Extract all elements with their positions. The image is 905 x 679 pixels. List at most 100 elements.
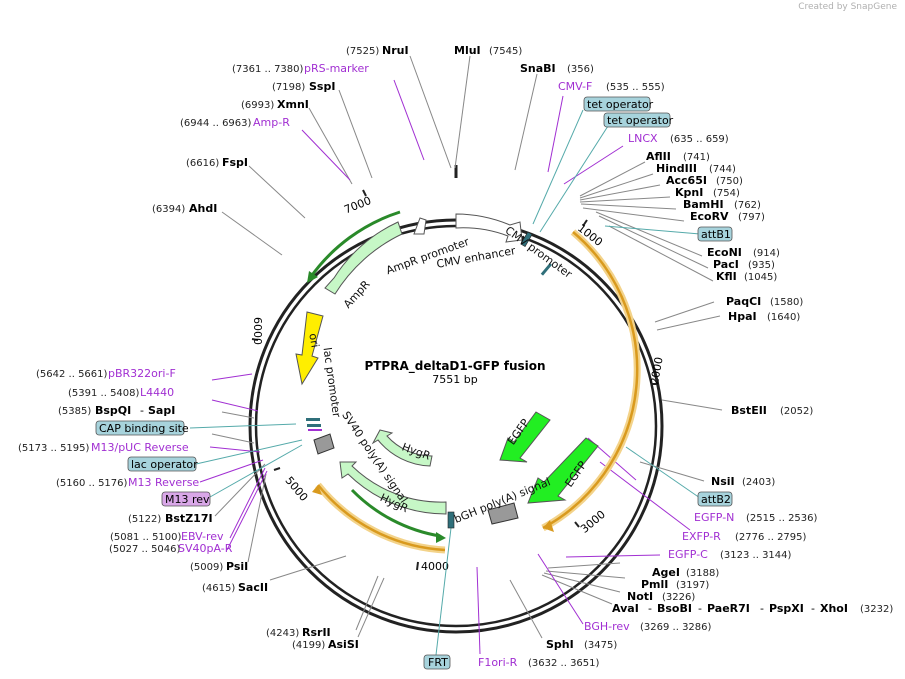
cmvf-label[interactable]: CMV-F xyxy=(558,80,592,93)
exfpr-pos: (2776 .. 2795) xyxy=(735,532,807,543)
xhoi-pos: (3232) xyxy=(860,604,893,615)
agei-label[interactable]: AgeI xyxy=(652,566,680,579)
snabi-pos: (356) xyxy=(567,64,594,75)
pmli-label[interactable]: PmlI xyxy=(641,578,668,591)
tet-operator-label-2: tet operator xyxy=(607,114,674,127)
bamhi-label[interactable]: BamHI xyxy=(683,198,724,211)
xmni-label[interactable]: XmnI xyxy=(277,98,309,111)
kpni-label[interactable]: KpnI xyxy=(675,186,703,199)
prsmarker-label[interactable]: pRS-marker xyxy=(304,62,369,75)
pspxi-label[interactable]: PspXI xyxy=(769,602,804,615)
hygr-outer-arc-head xyxy=(436,532,446,543)
bgh-polya-feature[interactable] xyxy=(487,502,519,525)
econi-label[interactable]: EcoNI xyxy=(707,246,742,259)
paci-pos: (935) xyxy=(748,260,775,271)
bsteii-label[interactable]: BstEII xyxy=(731,404,767,417)
lncx-label[interactable]: LNCX xyxy=(628,132,658,145)
nrui-label[interactable]: NruI xyxy=(382,44,409,57)
ecorv-label[interactable]: EcoRV xyxy=(690,210,729,223)
pmli-pos: (3197) xyxy=(676,580,709,591)
xhoi-label[interactable]: XhoI xyxy=(820,602,848,615)
attb1-box[interactable] xyxy=(697,226,733,242)
mlui-label[interactable]: MluI xyxy=(454,44,481,57)
noti-label[interactable]: NotI xyxy=(627,590,653,603)
m13reverse-label[interactable]: M13 Reverse xyxy=(128,476,199,489)
fusion-arc-left-head xyxy=(312,485,322,495)
m13-mark xyxy=(308,429,322,431)
hindiii-label[interactable]: HindIII xyxy=(656,162,697,175)
sapi-label[interactable]: SapI xyxy=(148,404,175,417)
bghrev-label[interactable]: BGH-rev xyxy=(584,620,630,633)
dash-5: - xyxy=(140,404,144,417)
fspi-label[interactable]: FspI xyxy=(222,156,248,169)
bstz17i-label[interactable]: BstZ17I xyxy=(165,512,213,525)
lac-promoter-box xyxy=(313,433,335,455)
sv40par-label[interactable]: SV40pA-R xyxy=(178,542,233,555)
ecorv-pos: (797) xyxy=(738,212,765,223)
paer7i-label[interactable]: PaeR7I xyxy=(707,602,750,615)
exfpr-label[interactable]: EXFP-R xyxy=(682,530,721,543)
f1orir-pos: (3632 .. 3651) xyxy=(528,658,600,669)
f1orir-label[interactable]: F1ori-R xyxy=(478,656,518,669)
hygr-inner-feature[interactable] xyxy=(371,429,433,467)
psii-label[interactable]: PsiI xyxy=(226,560,248,573)
amprp-label[interactable]: Amp-R xyxy=(253,116,290,129)
rsrii-label[interactable]: RsrII xyxy=(302,626,331,639)
nrui-pos: (7525) xyxy=(346,46,379,57)
ampr-promoter-feature[interactable] xyxy=(413,217,427,235)
sphi-label[interactable]: SphI xyxy=(546,638,574,651)
aflii-label[interactable]: AflII xyxy=(646,150,671,163)
ebvrev-label[interactable]: EBV-rev xyxy=(181,530,224,543)
tet-operator-box-1[interactable] xyxy=(583,96,651,112)
avai-label[interactable]: AvaI xyxy=(612,602,639,615)
nsii-label[interactable]: NsiI xyxy=(711,475,735,488)
ampr-outer-arc-head xyxy=(307,271,318,283)
paqci-label[interactable]: PaqCI xyxy=(726,295,761,308)
bsteii-pos: (2052) xyxy=(780,406,813,417)
l4440-pos: (5391 .. 5408) xyxy=(68,388,140,399)
frt-box[interactable] xyxy=(423,654,451,670)
sphi-pos: (3475) xyxy=(584,640,617,651)
l4440-label[interactable]: L4440 xyxy=(140,386,174,399)
acc65i-label[interactable]: Acc65I xyxy=(666,174,707,187)
hpai-label[interactable]: HpaI xyxy=(728,310,757,323)
attb2-label: attB2 xyxy=(701,493,731,506)
tick-5000: 5000 xyxy=(282,474,310,504)
ampr-label: AmpR xyxy=(341,278,373,311)
egfp-inner-feature[interactable] xyxy=(499,411,551,463)
bsobi-label[interactable]: BsoBI xyxy=(657,602,692,615)
paci-label[interactable]: PacI xyxy=(713,258,739,271)
agei-pos: (3188) xyxy=(686,568,719,579)
hygr-outer-feature[interactable] xyxy=(339,461,447,515)
nsii-pos: (2403) xyxy=(742,477,775,488)
ebvrev-pos: (5081 .. 5100) xyxy=(110,532,182,543)
noti-pos: (3226) xyxy=(662,592,695,603)
ampr-feature[interactable] xyxy=(324,221,403,295)
egfpc-pos: (3123 .. 3144) xyxy=(720,550,792,561)
bspqi-label[interactable]: BspQI xyxy=(95,404,131,417)
sspi-pos: (7198) xyxy=(272,82,305,93)
snabi-label[interactable]: SnaBI xyxy=(520,62,556,75)
lac-operator-box[interactable] xyxy=(127,456,197,472)
cmv-enhancer-feature[interactable] xyxy=(455,213,523,243)
asisi-label[interactable]: AsiSI xyxy=(328,638,359,651)
egfpc-label[interactable]: EGFP-C xyxy=(668,548,708,561)
cmv-promoter-feature[interactable] xyxy=(520,231,533,247)
tet-operator-box-2[interactable] xyxy=(603,112,671,128)
cmvf-pos: (535 .. 555) xyxy=(606,82,665,93)
ahdi-label[interactable]: AhdI xyxy=(189,202,217,215)
attb2-box[interactable] xyxy=(697,491,733,507)
pbr322-label[interactable]: pBR322ori-F xyxy=(108,367,176,380)
egfp-outer-feature[interactable] xyxy=(527,437,599,504)
sspi-label[interactable]: SspI xyxy=(309,80,335,93)
cap-box[interactable] xyxy=(95,420,185,436)
ori-feature[interactable] xyxy=(295,311,324,386)
kfli-label[interactable]: KflI xyxy=(716,270,737,283)
tick-2000: 2000 xyxy=(648,356,666,386)
dash-2: - xyxy=(698,602,702,615)
sacii-label[interactable]: SacII xyxy=(238,581,268,594)
egfpn-label[interactable]: EGFP-N xyxy=(694,511,734,524)
m13puc-label[interactable]: M13/pUC Reverse xyxy=(91,441,189,454)
m13rev-box[interactable] xyxy=(161,491,211,507)
bspqi-pos: (5385) xyxy=(58,406,91,417)
